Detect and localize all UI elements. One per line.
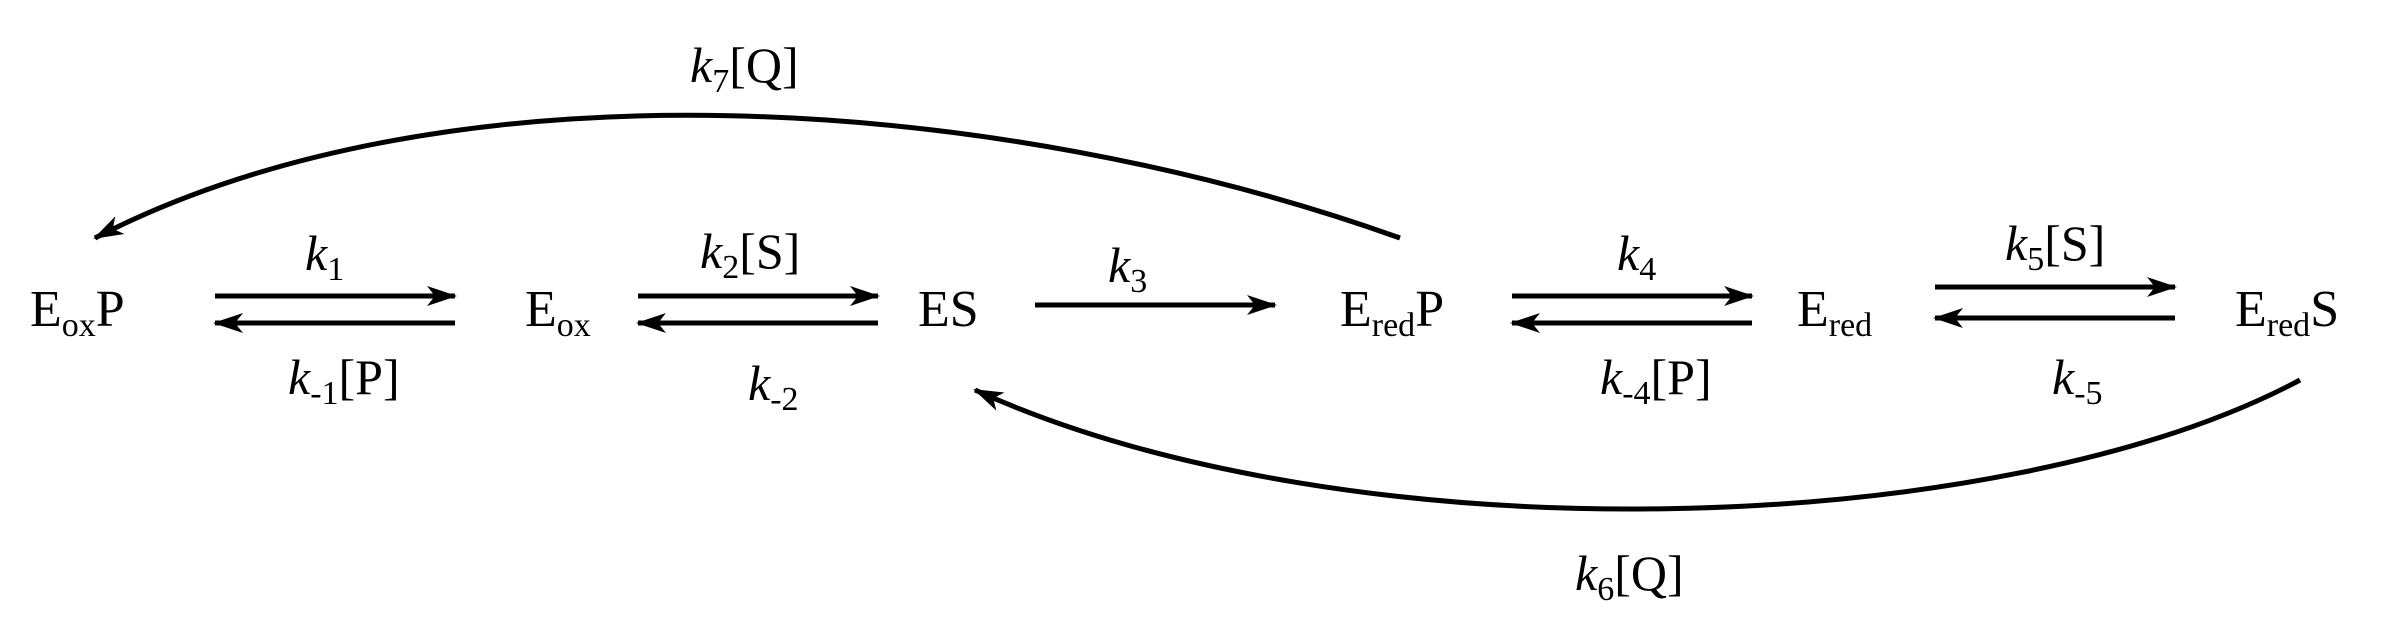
rate-k7: k7[Q]	[690, 37, 799, 101]
rate-k1: k1	[305, 225, 345, 289]
rate-k6: k6[Q]	[1575, 545, 1684, 609]
species-ered-p: EredP	[1340, 281, 1445, 345]
rate-k2: k2[S]	[700, 223, 801, 287]
species-ered-s: EredS	[2235, 281, 2340, 345]
arrow-k6-ered-s-to-es	[973, 377, 2302, 512]
rate-k4: k4	[1617, 225, 1657, 289]
rate-k-5: k-5	[2052, 349, 2103, 413]
rate-k-2: k-2	[748, 355, 799, 419]
species-ered: Ered	[1797, 281, 1873, 345]
rate-k-1: k-1[P]	[288, 349, 400, 413]
arrow-k7-ered-p-to-eox-p	[93, 112, 1401, 241]
species-eox: Eox	[525, 281, 591, 345]
species-eox-p: EoxP	[30, 281, 125, 345]
rate-k5: k5[S]	[2005, 215, 2106, 279]
rate-k-4: k-4[P]	[1600, 349, 1712, 413]
species-es: ES	[918, 281, 979, 338]
rate-k3: k3	[1108, 237, 1148, 301]
